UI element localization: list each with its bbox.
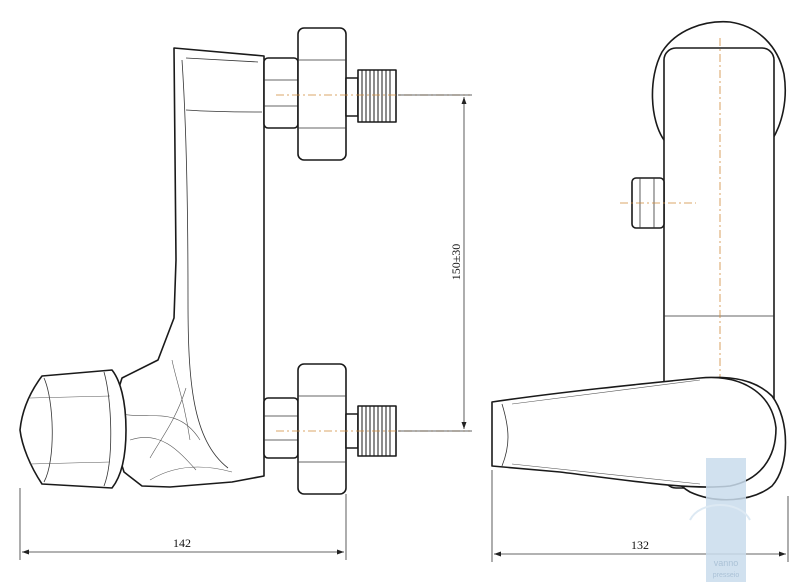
lever-handle-front xyxy=(491,376,777,488)
lever-handle-side xyxy=(19,369,127,489)
side-view: 150±30 142 xyxy=(19,27,472,560)
threaded-inlet-upper xyxy=(345,77,359,117)
thread-lines-upper xyxy=(361,70,391,122)
front-view: 132 xyxy=(491,20,789,562)
flange-upper xyxy=(297,27,347,161)
dimension-label-142: 142 xyxy=(173,536,191,550)
dimension-label-132: 132 xyxy=(631,538,649,552)
hex-nut-lower xyxy=(263,397,299,459)
hex-nut-upper xyxy=(263,57,299,129)
flange-lower xyxy=(297,363,347,495)
watermark-tag: presseio xyxy=(713,572,740,579)
brand-watermark: vanno presseio xyxy=(689,458,751,582)
body-inner-contour xyxy=(181,59,229,469)
watermark-brand: vanno xyxy=(714,558,739,568)
dimension-label-inlet-spacing: 150±30 xyxy=(449,244,463,281)
watermark-bar xyxy=(706,458,746,582)
